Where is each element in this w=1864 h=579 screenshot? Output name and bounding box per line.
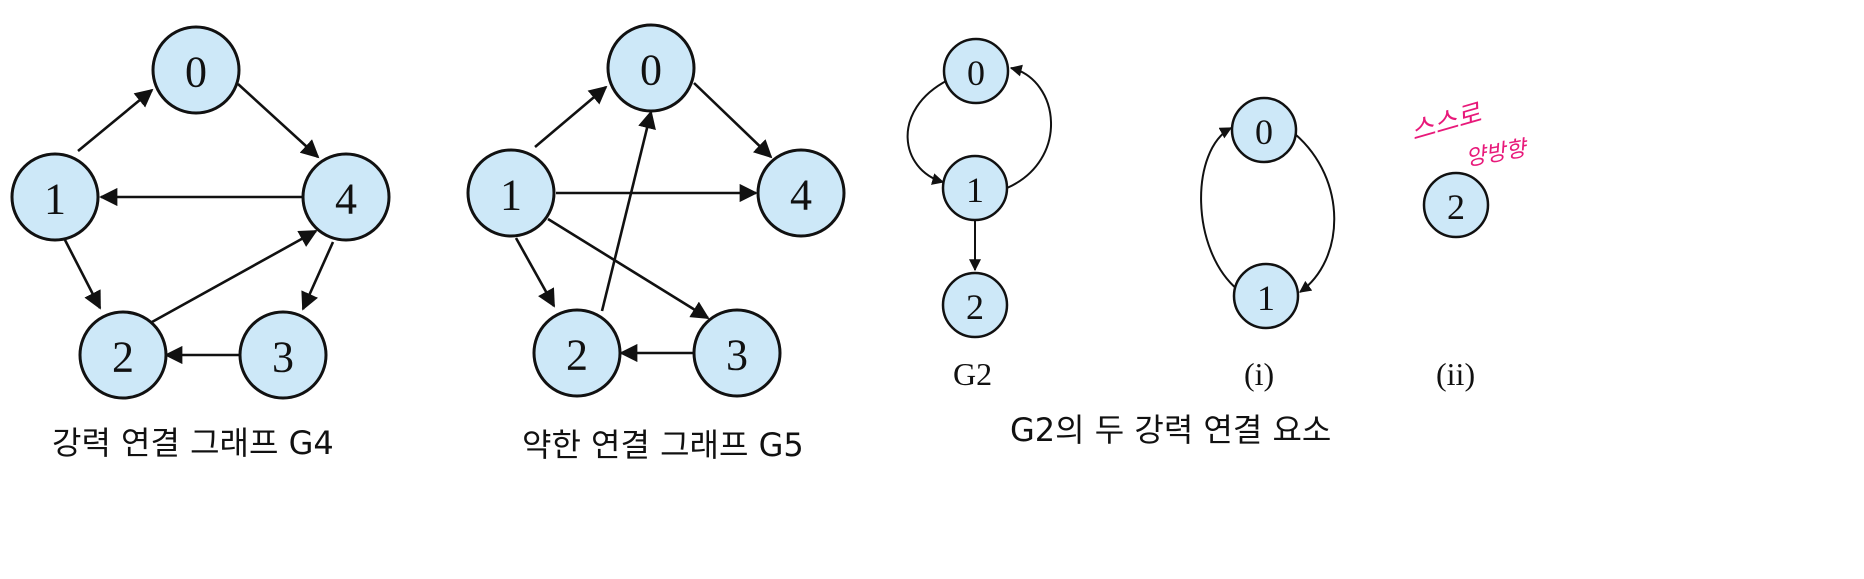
g5-node-3-label: 3 <box>726 331 748 380</box>
g4-node-4: 4 <box>301 152 391 242</box>
g4-node-3: 3 <box>238 310 328 400</box>
g5-edge-1-3 <box>547 217 710 320</box>
g4-edge-1-2 <box>63 239 102 310</box>
component-ii-label: (ii) <box>1436 356 1475 392</box>
g2-edge-1-0 <box>1006 64 1052 189</box>
component-ii-node-2: 2 <box>1422 171 1490 239</box>
g4-edges <box>63 83 335 365</box>
g5-edge-1-0 <box>534 85 608 148</box>
components-caption: G2의 두 강력 연결 요소 <box>1010 411 1331 449</box>
g5-edge-2-0 <box>600 110 656 312</box>
g4-edge-1-0 <box>77 88 154 153</box>
component-i-edge-0-1 <box>1294 133 1336 293</box>
component-i-node-0: 0 <box>1230 96 1298 164</box>
g5-node-3: 3 <box>692 308 782 398</box>
g5-node-0-label: 0 <box>640 46 662 95</box>
g4-node-0: 0 <box>151 25 241 115</box>
component-i-edges <box>1200 127 1336 293</box>
g5-node-4: 4 <box>756 148 846 238</box>
g2-edges <box>906 64 1052 272</box>
component-i-label: (i) <box>1244 356 1274 392</box>
g4-node-0-label: 0 <box>185 48 207 97</box>
graph-g4: 0 1 4 2 3 강력 연결 그래프 G4 <box>10 25 391 462</box>
handwritten-annotation: 스스로 <box>1407 98 1485 147</box>
annotation-line1: 스스로 <box>1407 98 1485 147</box>
g5-node-2-label: 2 <box>566 331 588 380</box>
component-i-node-1: 1 <box>1232 262 1300 330</box>
g4-node-4-label: 4 <box>335 175 357 224</box>
g5-edge-1-2 <box>514 237 556 308</box>
g4-node-1-label: 1 <box>44 175 66 224</box>
g2-node-0: 0 <box>942 37 1010 105</box>
graph-g5: 0 1 4 2 3 약한 연결 그래프 G5 <box>466 23 846 464</box>
g5-node-2: 2 <box>532 308 622 398</box>
g2-label: G2 <box>953 356 992 392</box>
g5-edges <box>514 82 773 363</box>
g2-node-1-label: 1 <box>966 170 984 210</box>
g2-node-2-label: 2 <box>966 287 984 327</box>
g5-node-4-label: 4 <box>790 171 812 220</box>
g4-edge-2-4 <box>151 229 318 324</box>
graph-g2: 0 1 2 G2 <box>906 37 1052 392</box>
g5-node-1-label: 1 <box>500 171 522 220</box>
g4-node-3-label: 3 <box>272 333 294 382</box>
g5-caption: 약한 연결 그래프 G5 <box>522 426 804 464</box>
component-i: 0 1 (i) <box>1200 96 1336 392</box>
g2-edge-0-1 <box>906 79 949 185</box>
component-ii-node-2-label: 2 <box>1447 187 1465 227</box>
g4-edge-4-3 <box>301 241 335 311</box>
g2-node-0-label: 0 <box>967 53 985 93</box>
g4-node-2: 2 <box>78 310 168 400</box>
g2-node-2: 2 <box>941 271 1009 339</box>
component-i-node-1-label: 1 <box>1257 278 1275 318</box>
annotation-line2: 양방향 <box>1464 136 1532 172</box>
g5-edge-0-4 <box>693 82 773 159</box>
g4-edge-0-4 <box>237 83 320 159</box>
g5-node-1: 1 <box>466 148 556 238</box>
g5-node-0: 0 <box>606 23 696 113</box>
g4-node-1: 1 <box>10 152 100 242</box>
component-i-node-0-label: 0 <box>1255 112 1273 152</box>
component-ii: 2 (ii) 스스로 양방향 <box>1407 98 1531 392</box>
handwritten-annotation-2: 양방향 <box>1464 136 1532 172</box>
component-i-edge-1-0 <box>1200 127 1239 291</box>
g4-node-2-label: 2 <box>112 333 134 382</box>
g2-node-1: 1 <box>941 154 1009 222</box>
g4-caption: 강력 연결 그래프 G4 <box>52 424 334 462</box>
